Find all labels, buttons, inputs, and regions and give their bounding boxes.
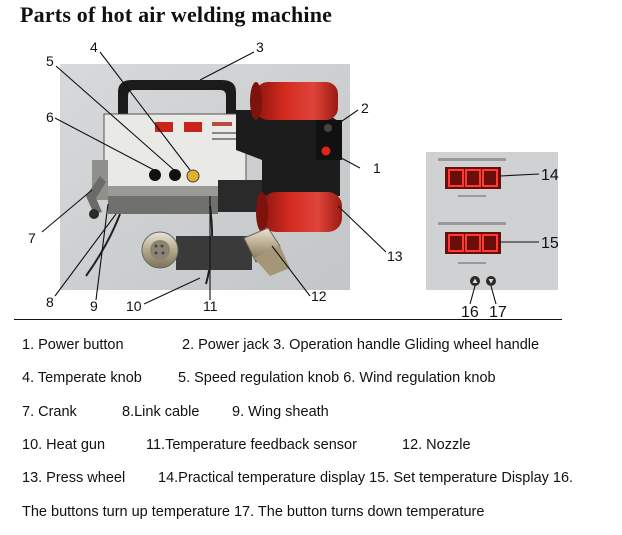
callout-17: 17: [489, 304, 507, 321]
display-left: [155, 122, 173, 132]
press-wheel: [262, 192, 342, 232]
legend-item: 2. Power jack 3. Operation handle Glidin…: [182, 337, 540, 353]
temperature-knob: [186, 169, 200, 183]
callout-8: 8: [46, 294, 54, 310]
callout-12: 12: [311, 288, 327, 304]
page-title: Parts of hot air welding machine: [20, 2, 333, 27]
legend-item: 13. Press wheel: [22, 470, 126, 486]
wind-knob: [149, 169, 161, 181]
chassis: [108, 196, 218, 214]
callout-15: 15: [541, 235, 559, 252]
operation-handle: [118, 80, 236, 122]
callout-5: 5: [46, 53, 54, 69]
speed-knob: [169, 169, 181, 181]
down-arrow-button-icon: [486, 276, 496, 286]
heat-gun: [176, 236, 252, 270]
crank: [86, 176, 106, 214]
callout-14: 14: [541, 167, 559, 184]
gliding-wheel: [256, 82, 338, 120]
legend-item: 9. Wing sheath: [232, 404, 329, 420]
callout-10: 10: [126, 298, 142, 314]
set-temperature-display: [445, 232, 501, 254]
legend-item: 8.Link cable: [122, 404, 200, 420]
link-cable: [85, 213, 121, 277]
legend-item: 14.Practical temperature display 15. Set…: [158, 470, 574, 486]
legend-item: 11.Temperature feedback sensor: [146, 437, 357, 453]
legend-item: 1. Power button: [22, 337, 124, 353]
legend-item: 12. Nozzle: [402, 437, 471, 453]
leader-lines: [41, 51, 540, 305]
callout-3: 3: [256, 39, 264, 55]
machine-diagram: 1 2 3 4 5 6 7 8 9 10 11 12 13 14 15 16 1…: [28, 39, 559, 321]
legend-item: The buttons turn up temperature 17. The …: [22, 504, 485, 520]
power-jack: [324, 124, 332, 132]
callout-1: 1: [373, 160, 381, 176]
callout-2: 2: [361, 100, 369, 116]
callout-16: 16: [461, 304, 479, 321]
divider: [14, 319, 562, 320]
legend-item: 7. Crank: [22, 404, 77, 420]
callout-4: 4: [90, 39, 98, 55]
callout-7: 7: [28, 230, 36, 246]
callout-11: 11: [203, 298, 218, 314]
legend-item: 5. Speed regulation knob 6. Wind regulat…: [178, 370, 496, 386]
wheel-housing: [236, 110, 340, 196]
power-button: [321, 146, 331, 156]
callout-13: 13: [387, 248, 403, 264]
practical-temperature-display: [445, 167, 501, 189]
callout-9: 9: [90, 298, 98, 314]
up-arrow-button-icon: [470, 276, 480, 286]
control-panel: [438, 158, 506, 286]
callout-labels: 1 2 3 4 5 6 7 8 9 10 11 12 13 14 15 16 1…: [28, 39, 559, 321]
display-right: [184, 122, 202, 132]
welding-machine: [85, 80, 342, 285]
legend-item: 4. Temperate knob: [22, 370, 142, 386]
callout-6: 6: [46, 109, 54, 125]
legend-item: 10. Heat gun: [22, 437, 106, 453]
